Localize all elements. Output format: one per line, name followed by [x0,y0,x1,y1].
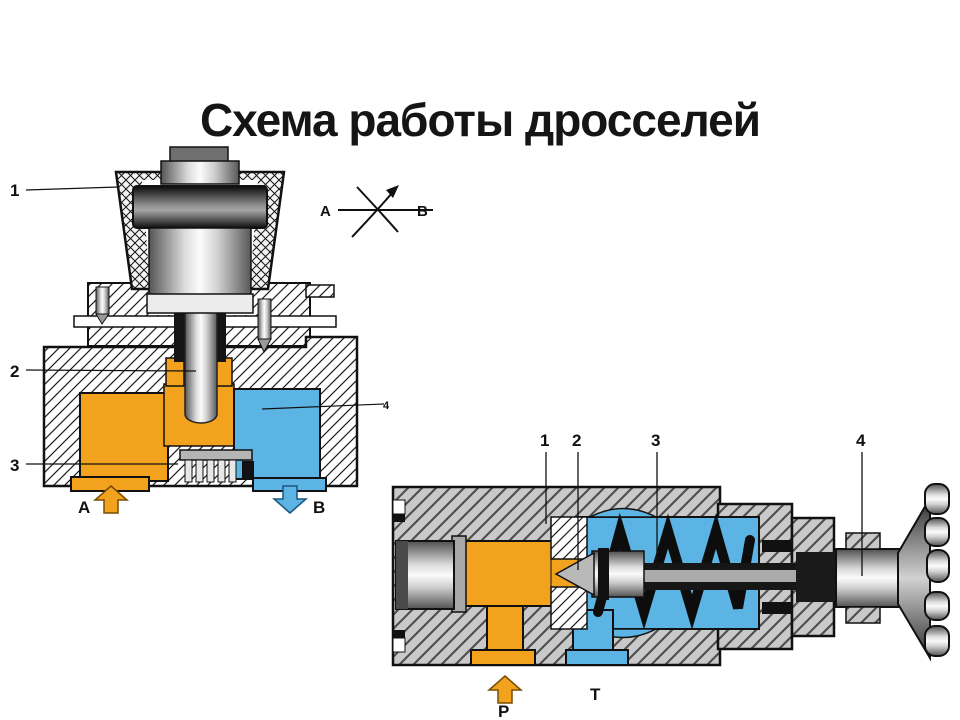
locking-pin-right [257,298,272,354]
left-label-2: 2 [10,362,19,381]
leader-line-2 [25,369,197,372]
left-throttle-diagram: 1 2 3 4 A B [10,146,390,517]
needle-plunger [184,301,218,424]
outlet-channel-b [233,388,327,492]
needle-cone [554,551,595,597]
left-label-4: 4 [383,400,390,412]
symbol-port-b: B [417,203,428,220]
flow-in-arrow-icon [93,485,129,514]
handwheel [897,483,950,662]
adjusting-stem [835,532,901,624]
symbol-port-a: A [320,203,331,220]
port-p-label: P [498,702,509,720]
adjusting-knob [114,146,286,314]
right-label-4: 4 [856,431,866,450]
seal-ring-top [762,540,792,552]
left-label-1: 1 [10,181,19,200]
port-a-label: A [78,498,90,517]
knob-flange [132,185,268,229]
seal-ring-bottom [762,602,792,614]
adjustable-throttle-symbol-icon: A B [320,185,433,238]
knob-bushing [148,227,252,297]
flow-in-arrow-p-icon [487,675,523,704]
seal-plug [242,461,254,480]
flow-out-arrow-icon [272,485,308,514]
right-label-1: 1 [540,431,549,450]
port-t-label: T [590,685,601,704]
strainer [179,449,254,483]
leader-line-1 [25,186,119,191]
rod-nut [796,552,840,602]
end-plug [392,499,467,653]
left-label-3: 3 [10,456,19,475]
right-label-3: 3 [651,431,660,450]
right-throttle-diagram: 1 2 3 4 P T [391,431,950,720]
leader-line-4 [261,403,385,410]
packing-left [174,306,187,362]
valve-seat-top [550,516,588,560]
locking-pin-left [95,286,110,325]
slide-title: Схема работы дросселей [199,93,761,146]
push-rod-core [634,570,840,582]
right-label-2: 2 [572,431,581,450]
valve-seat-bottom [550,586,588,630]
housing-right-wing [305,284,335,298]
port-b-label: B [313,498,325,517]
needle-collar [598,548,609,600]
